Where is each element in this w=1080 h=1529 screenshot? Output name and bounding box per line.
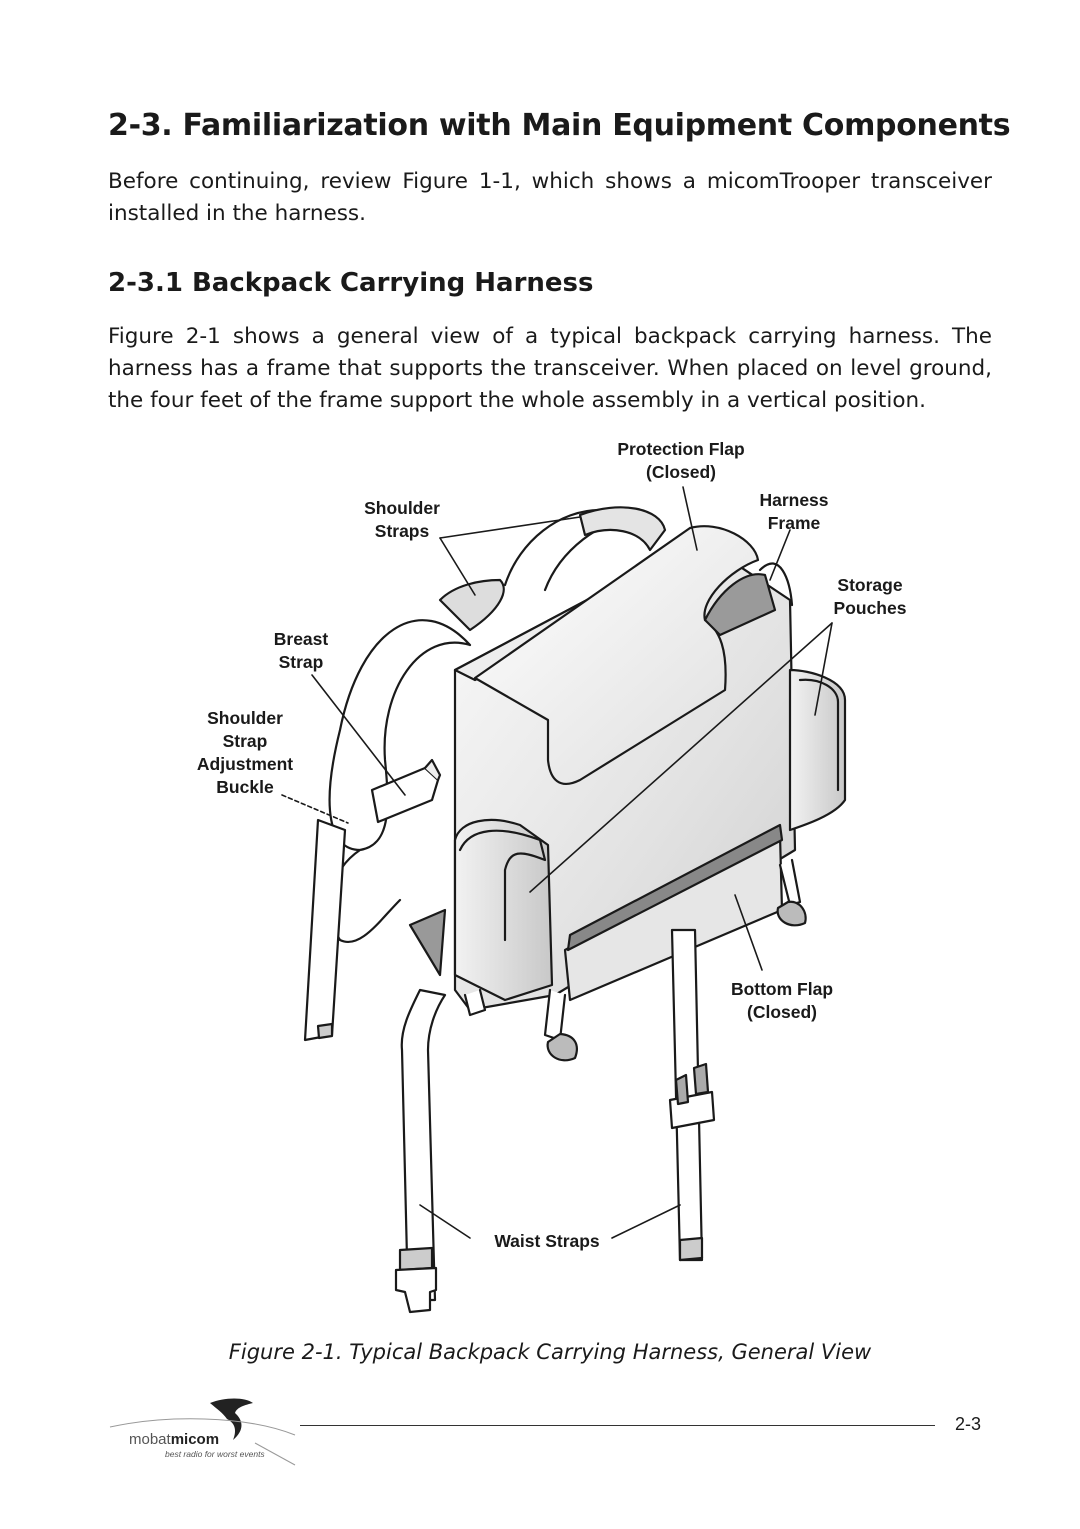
body-paragraph: Figure 2-1 shows a general view of a typ…: [108, 324, 992, 413]
logo-brand-light: mobat: [129, 1431, 171, 1448]
intro-paragraph: Before continuing, review Figure 1-1, wh…: [108, 169, 992, 226]
label-harness-frame-line1: Harness: [759, 490, 829, 510]
label-adjustment-buckle-line2: Strap: [222, 731, 268, 751]
label-harness-frame: Harness Frame: [735, 489, 853, 535]
label-bottom-flap-line2: (Closed): [747, 1002, 817, 1022]
label-protection-flap-line1: Protection Flap: [617, 439, 745, 459]
label-adjustment-buckle: Shoulder Strap Adjustment Buckle: [178, 707, 312, 799]
logo-wordmark: mobatmicom: [129, 1431, 219, 1448]
page-number: 2-3: [955, 1414, 982, 1434]
label-shoulder-straps-line2: Straps: [374, 521, 430, 541]
label-harness-frame-line2: Frame: [767, 513, 821, 533]
label-adjustment-buckle-line1: Shoulder: [207, 708, 283, 728]
footer-rule: [300, 1425, 935, 1426]
figure-caption: Figure 2-1. Typical Backpack Carrying Ha…: [228, 1340, 872, 1364]
harness-illustration: [281, 486, 847, 1314]
label-breast-strap: Breast Strap: [255, 628, 347, 674]
label-waist-straps: Waist Straps: [494, 1231, 600, 1251]
section-title: 2-3. Familiarization with Main Equipment…: [108, 108, 1011, 143]
label-breast-strap-line2: Strap: [278, 652, 324, 672]
logo-brand-bold: micom: [170, 1431, 220, 1448]
label-protection-flap-line2: (Closed): [646, 462, 716, 482]
label-breast-strap-line1: Breast: [273, 629, 329, 649]
subsection-title: 2-3.1 Backpack Carrying Harness: [108, 268, 594, 298]
label-storage-pouches-line2: Pouches: [833, 598, 907, 618]
label-storage-pouches-line1: Storage: [837, 575, 903, 595]
logo-tagline: best radio for worst events: [165, 1449, 265, 1459]
label-bottom-flap: Bottom Flap (Closed): [712, 978, 852, 1024]
logo-swoosh-icon: [109, 1398, 296, 1466]
label-protection-flap: Protection Flap (Closed): [596, 438, 766, 484]
mobat-micom-logo: mobatmicom best radio for worst events: [105, 1395, 305, 1470]
harness-figure: Protection Flap (Closed) Shoulder Straps…: [0, 430, 1080, 1340]
label-storage-pouches: Storage Pouches: [815, 574, 925, 620]
label-shoulder-straps-line1: Shoulder: [364, 498, 440, 518]
label-adjustment-buckle-line4: Buckle: [216, 777, 274, 797]
label-bottom-flap-line1: Bottom Flap: [730, 979, 834, 999]
label-adjustment-buckle-line3: Adjustment: [196, 754, 294, 774]
label-shoulder-straps: Shoulder Straps: [347, 497, 457, 543]
